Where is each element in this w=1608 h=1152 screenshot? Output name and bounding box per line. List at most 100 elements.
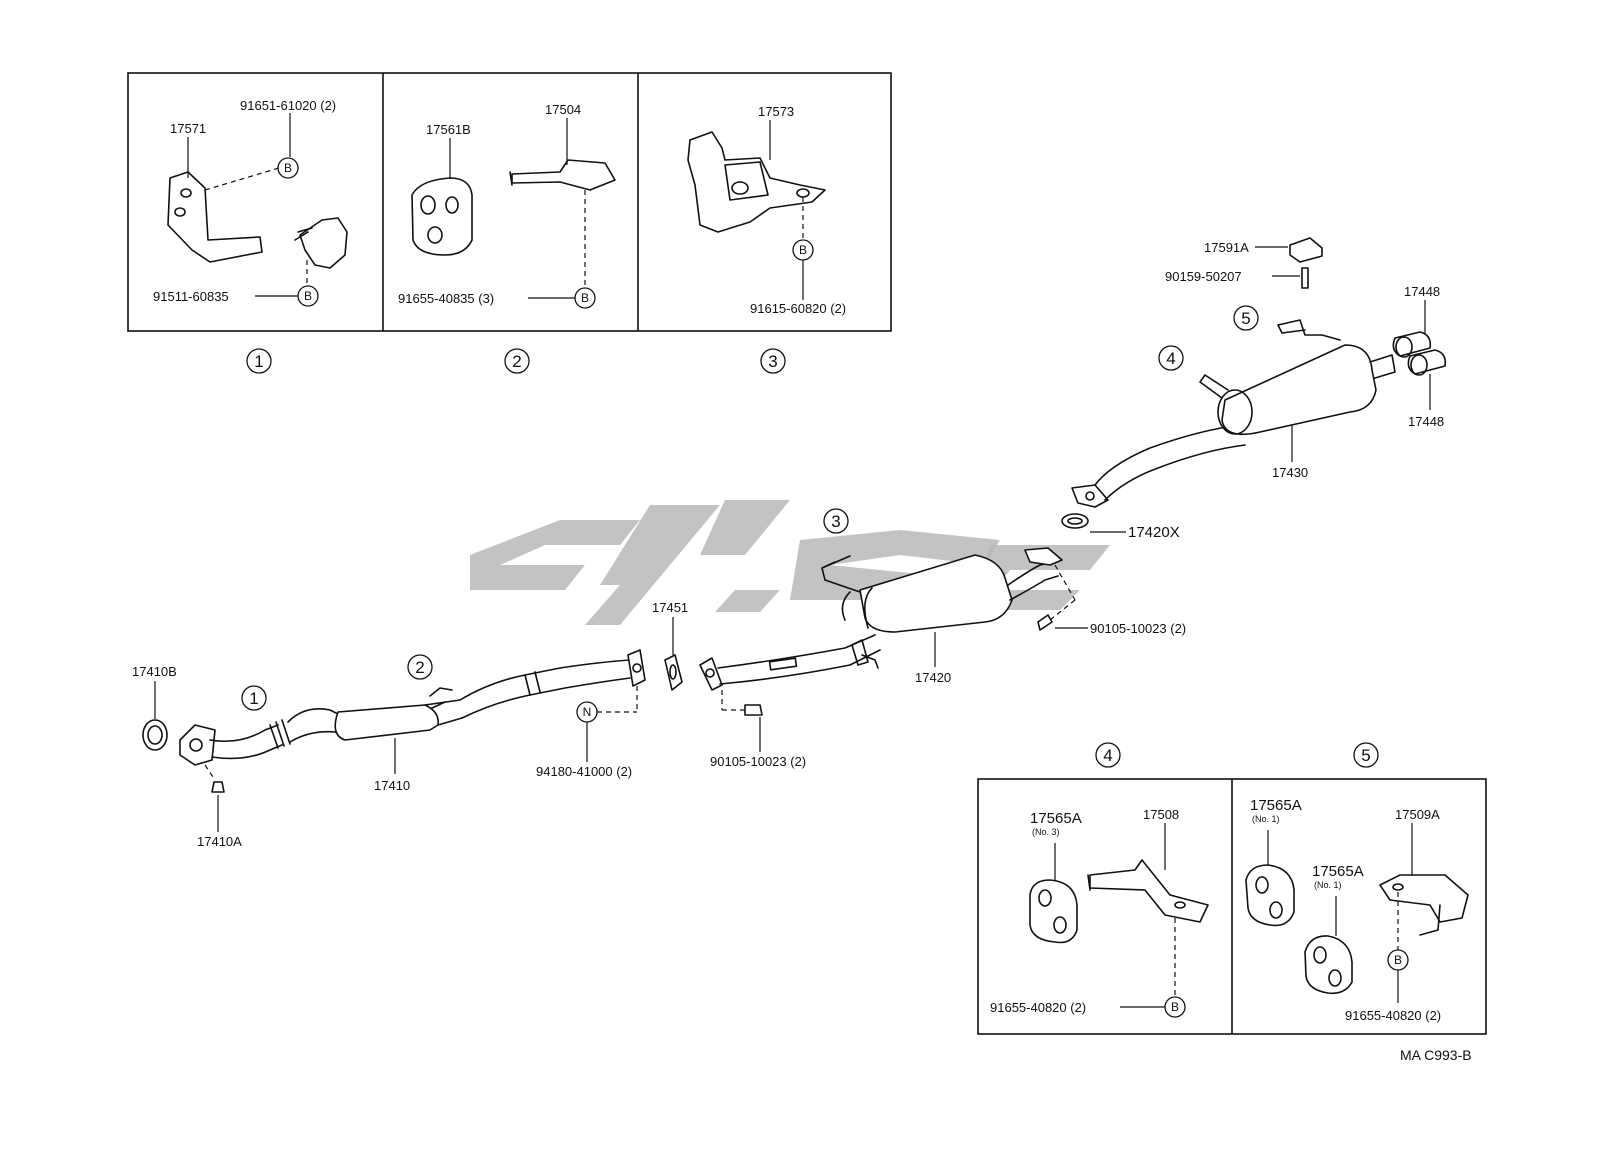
part-label: 17508 [1143, 807, 1179, 822]
main-muffler-assembly: 17448 17448 17430 5 4 17591A 90159-50207 [1071, 237, 1447, 508]
inset-number: 5 [1361, 746, 1370, 765]
inset-3: B 17573 91615-60820 (2) [687, 104, 846, 316]
inset-number: 2 [415, 658, 424, 677]
clip-b-letter: B [304, 289, 312, 303]
center-pipe-joint [524, 671, 541, 696]
inset-number-circle [1233, 305, 1259, 331]
inset-box-top [127, 72, 892, 332]
watermark-logo [470, 500, 1110, 625]
inset-number-circle [1353, 742, 1379, 768]
clip-b-letter: B [581, 291, 589, 305]
tail-pipe [1094, 424, 1246, 501]
clip-b-symbol [1164, 996, 1186, 1018]
muffler-seam [841, 591, 851, 621]
inset-number-circle [760, 348, 786, 374]
inset-4: 17565A (No. 3) 17508 B 91655-40820 (2) [990, 807, 1209, 1018]
pipe-clamp [851, 639, 869, 666]
dashed-leader [204, 167, 280, 191]
clip-b-symbol [297, 285, 319, 307]
part-label: 17509A [1395, 807, 1440, 822]
dashed-leader [204, 764, 216, 781]
part-sublabel: (No. 1) [1314, 880, 1342, 890]
muffler-hanger [821, 555, 861, 593]
muffler-outlet [1007, 561, 1059, 601]
hanger-17561B [411, 177, 473, 256]
part-label: 17565A [1250, 797, 1302, 814]
hanger-rod-left [1199, 374, 1229, 399]
muffler-seam [864, 587, 873, 629]
part-label: 91655-40835 (3) [398, 291, 494, 306]
inset-number: 4 [1103, 746, 1112, 765]
front-pipe-assembly: 17410B 17410A 17410 N 94180-41000 (2) 1 … [132, 649, 646, 849]
nut-17410A [211, 781, 225, 793]
part-label: 17561B [426, 122, 471, 137]
diagram-code: MA C993-B [1400, 1047, 1472, 1063]
clip-b-letter: B [799, 243, 807, 257]
inset-number: 5 [1241, 309, 1250, 328]
inset-number-circle [823, 508, 849, 534]
hanger-hole [1255, 876, 1269, 894]
hanger-17565A-no3 [1029, 879, 1078, 944]
hanger-hole [1053, 916, 1067, 934]
gasket-17420X-group: 17420X [1061, 513, 1180, 541]
hanger-hole [1328, 969, 1342, 987]
inset-2: B 17561B 17504 91655-40835 (3) [398, 102, 616, 309]
bracket-rod [1419, 904, 1441, 936]
gasket-17420X [1061, 513, 1089, 529]
part-label: 17451 [652, 600, 688, 615]
muffler-outlet [1369, 354, 1396, 379]
bracket-hole [174, 207, 186, 217]
part-label: 91615-60820 (2) [750, 301, 846, 316]
front-flange [179, 724, 216, 766]
inset-number: 4 [1166, 349, 1175, 368]
inlet-flange [1071, 484, 1109, 508]
inset-number: 3 [831, 512, 840, 531]
flange-port [1085, 491, 1095, 501]
inset-number-circle [1158, 345, 1184, 371]
bolt-90105 [744, 704, 763, 716]
hanger-rod [429, 687, 453, 709]
bracket-pin [509, 171, 513, 186]
mid-pipe [717, 634, 881, 685]
pipe-17410-body [334, 704, 440, 741]
part-label: 17565A [1030, 810, 1082, 827]
outlet-flange [1024, 547, 1063, 566]
inset-number-circle [1095, 742, 1121, 768]
front-pipe [209, 724, 283, 760]
part-label: 17448 [1408, 414, 1444, 429]
inset-number-circle [504, 348, 530, 374]
hanger-hole [427, 226, 443, 244]
gasket-inner [147, 725, 163, 745]
bolt-90105-right [1037, 614, 1053, 631]
clip-b-letter: B [284, 161, 292, 175]
clip-b-symbol [277, 157, 299, 179]
bracket-17508 [1089, 859, 1209, 923]
part-label: 90105-10023 (2) [710, 754, 806, 769]
middle-muffler-body [859, 554, 1013, 633]
flange-port [632, 663, 642, 673]
gasket-inner [669, 664, 677, 680]
part-label: 17448 [1404, 284, 1440, 299]
main-muffler-body [1221, 344, 1377, 436]
hanger-hole [1313, 946, 1327, 964]
part-label: 91511-60835 [153, 289, 229, 304]
rear-flange [627, 649, 646, 687]
bracket-17509A [1379, 874, 1469, 923]
bracket-hole [1174, 901, 1186, 909]
part-label: 94180-41000 (2) [536, 764, 632, 779]
clip-b-symbol [792, 239, 814, 261]
inset-1: B B 17571 91651-61020 (2) 91511-60835 [153, 98, 348, 307]
part-label: 17591A [1204, 240, 1249, 255]
tip-opening [1395, 336, 1413, 358]
gasket-17451-group: 17451 [652, 600, 688, 691]
gasket-17451 [664, 654, 683, 691]
part-label: 90105-10023 (2) [1090, 621, 1186, 636]
clip-n-letter: N [583, 705, 592, 719]
flange-port [705, 668, 715, 678]
part-label: 17565A [1312, 863, 1364, 880]
part-label: 17420X [1128, 524, 1180, 541]
clamp-bolt [861, 654, 879, 669]
part-label: 17410B [132, 664, 177, 679]
part-label: 17430 [1272, 465, 1308, 480]
